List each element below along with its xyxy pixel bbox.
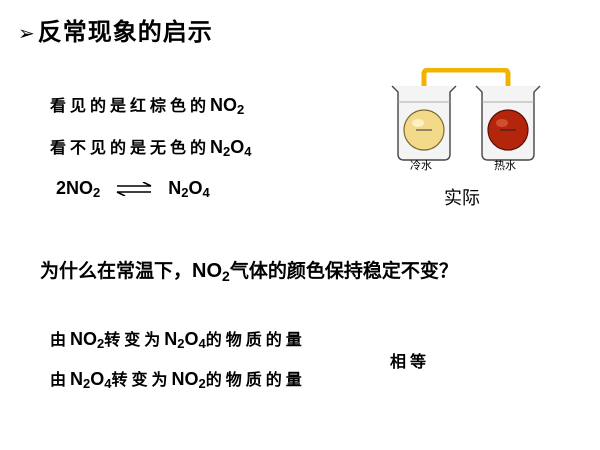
- answer2-no2-base: NO: [171, 369, 199, 389]
- statement-invisible-text: 看不见的是无色的: [50, 138, 211, 157]
- question-formula-base: NO: [192, 260, 223, 282]
- equal-conclusion: 相等: [390, 352, 431, 371]
- statement-invisible: 看不见的是无色的N2O4: [50, 134, 252, 159]
- equation-right-sub-o: 4: [202, 185, 210, 200]
- answer1-mid: 转变为: [104, 330, 165, 349]
- answer2-pre: 由: [50, 370, 71, 389]
- equation-left: 2NO: [56, 178, 94, 198]
- formula-no2-base: NO: [210, 95, 238, 115]
- answer1-n2o4-sub-o: 4: [198, 336, 206, 351]
- statement-visible: 看见的是红棕色的NO2: [50, 92, 244, 117]
- answer1-n2o4-n: N: [164, 329, 178, 349]
- formula-n2o4-o: O: [230, 137, 245, 157]
- hot-beaker: [475, 85, 541, 161]
- equilibrium-equation: 2NO2 N2O4: [56, 178, 210, 200]
- bullet-arrow-icon: ➢: [18, 21, 36, 45]
- formula-n2o4: N2O4: [210, 137, 252, 159]
- slide-title-text: 反常现象的启示: [37, 18, 213, 46]
- answer2-n2o4-n: N: [70, 369, 84, 389]
- answer1-post: 的物质的量: [205, 330, 306, 349]
- formula-n2o4-n: N: [210, 137, 224, 157]
- equation-right-o: O: [188, 178, 203, 198]
- answer-line-1: 由NO2转变为N2O4的物质的量: [50, 326, 306, 351]
- answer2-n2o4-sub-o: 4: [104, 376, 112, 391]
- question-part2: 气体的颜色保持稳定不变？: [229, 260, 458, 282]
- answer1-n2o4-sub-n: 2: [177, 336, 185, 351]
- answer1-no2-sub: 2: [97, 336, 105, 351]
- answer1-n2o4-o: O: [184, 329, 199, 349]
- experiment-apparatus: [391, 68, 541, 161]
- answer1-formula-n2o4: N2O4: [164, 329, 206, 351]
- answer2-mid: 转变为: [111, 370, 172, 389]
- answer2-formula-n2o4: N2O4: [70, 369, 112, 391]
- equation-left-sub: 2: [93, 185, 101, 200]
- statement-visible-text: 看见的是红棕色的: [50, 96, 211, 115]
- figure-caption: 实际: [444, 188, 480, 209]
- question-formula-sub: 2: [222, 268, 230, 284]
- equilibrium-arrow-icon: [116, 182, 152, 197]
- cold-beaker: [391, 85, 457, 161]
- cold-water-label: 冷水: [410, 159, 432, 172]
- answer1-no2-base: NO: [70, 329, 98, 349]
- answer1-formula-no2: NO2: [70, 329, 105, 351]
- formula-n2o4-sub-o: 4: [244, 144, 252, 159]
- question-part1: 为什么在常温下，: [40, 260, 193, 282]
- answer2-no2-sub: 2: [198, 376, 206, 391]
- question-formula: NO2: [192, 260, 230, 284]
- answer2-n2o4-sub-n: 2: [83, 376, 91, 391]
- answer2-formula-no2: NO2: [171, 369, 206, 391]
- equation-right-sub-n: 2: [181, 185, 189, 200]
- connecting-tube: [421, 68, 511, 108]
- slide-title: ➢反常现象的启示: [18, 12, 213, 47]
- formula-n2o4-sub-n: 2: [223, 144, 231, 159]
- formula-no2: NO2: [210, 95, 245, 117]
- question: 为什么在常温下，NO2气体的颜色保持稳定不变？: [40, 256, 458, 284]
- formula-no2-sub: 2: [237, 102, 245, 117]
- hot-water-label: 热水: [494, 159, 516, 172]
- equation-right-n: N: [168, 178, 182, 198]
- answer1-pre: 由: [50, 330, 71, 349]
- answer2-n2o4-o: O: [90, 369, 105, 389]
- answer2-post: 的物质的量: [205, 370, 306, 389]
- answer-line-2: 由N2O4转变为NO2的物质的量: [50, 366, 306, 391]
